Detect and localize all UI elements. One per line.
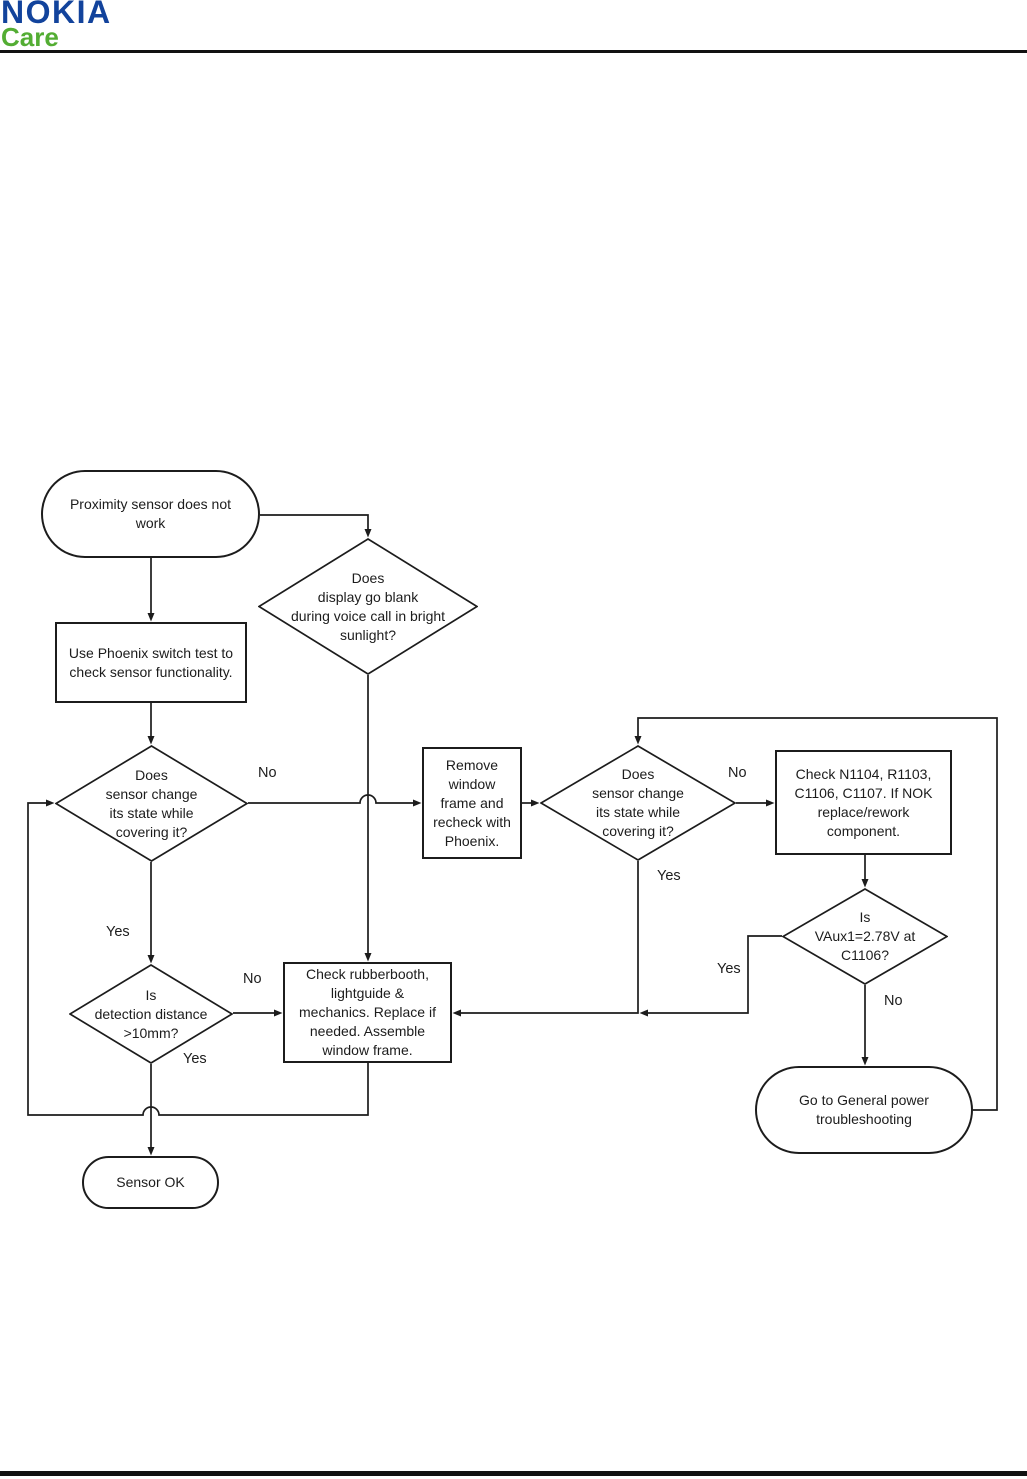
- diamond-shape: [782, 888, 948, 985]
- diamond-shape: [258, 538, 478, 675]
- label-vaux-no: No: [884, 993, 903, 1009]
- edge-vaux-yes-to-junction: [639, 935, 782, 1017]
- node-start-text: Proximity sensor does not work: [69, 496, 232, 531]
- edge-mechanics-loop-to-sensor1: [27, 799, 369, 1116]
- footer-divider: [0, 1471, 1027, 1476]
- node-sensor-change-2-decision: Does sensor change its state while cover…: [540, 745, 736, 861]
- node-check-mechanics-text: Check rubberbooth, lightguide & mechanic…: [299, 966, 436, 1058]
- node-phoenix-test-text: Use Phoenix switch test to check sensor …: [68, 644, 234, 680]
- node-sensor-change-1-decision: Does sensor change its state while cover…: [55, 745, 248, 862]
- diamond-shape: [69, 964, 233, 1064]
- label-sensor1-yes: Yes: [106, 924, 130, 940]
- nokia-logo: NOKIA: [1, 0, 112, 30]
- care-logo: Care: [1, 22, 59, 52]
- node-display-blank-decision: Does display go blank during voice call …: [258, 538, 478, 675]
- label-distance-no: No: [243, 971, 262, 987]
- node-sensor-ok-terminal: Sensor OK: [82, 1156, 219, 1209]
- header-divider: [0, 50, 1027, 53]
- node-phoenix-test-process: Use Phoenix switch test to check sensor …: [55, 622, 247, 703]
- label-vaux-yes: Yes: [717, 961, 741, 977]
- node-sensor-change-2-text: Does sensor change its state while cover…: [592, 766, 684, 839]
- node-vaux-check-text: Is VAux1=2.78V at C1106?: [814, 909, 916, 963]
- node-detection-distance-decision: Is detection distance >10mm?: [69, 964, 233, 1064]
- node-power-troubleshooting-terminal: Go to General power troubleshooting: [755, 1066, 973, 1154]
- node-check-mechanics-process: Check rubberbooth, lightguide & mechanic…: [283, 962, 452, 1063]
- label-sensor2-yes: Yes: [657, 868, 681, 884]
- node-vaux-check-decision: Is VAux1=2.78V at C1106?: [782, 888, 948, 985]
- label-sensor2-no: No: [728, 765, 747, 781]
- node-remove-frame-process: Remove window frame and recheck with Pho…: [422, 747, 522, 859]
- node-check-components-text: Check N1104, R1103, C1106, C1107. If NOK…: [794, 765, 933, 839]
- diamond-shape: [540, 745, 736, 861]
- diamond-shape: [55, 745, 248, 862]
- label-sensor1-no: No: [258, 765, 277, 781]
- edge-sensor2-yes-to-mechanics: [452, 861, 639, 1017]
- edge-sensor1-no-to-remove-frame: [248, 794, 422, 807]
- node-display-blank-text: Does display go blank during voice call …: [290, 569, 446, 643]
- node-start-terminal: Proximity sensor does not work: [41, 470, 260, 558]
- edge-power-loop-to-sensor2: [634, 717, 998, 1111]
- node-remove-frame-text: Remove window frame and recheck with Pho…: [433, 756, 511, 849]
- label-distance-yes: Yes: [183, 1051, 207, 1067]
- node-check-components-process: Check N1104, R1103, C1106, C1107. If NOK…: [775, 750, 952, 855]
- edge-start-to-display-blank: [260, 514, 372, 538]
- node-detection-distance-text: Is detection distance >10mm?: [94, 986, 208, 1041]
- node-sensor-change-1-text: Does sensor change its state while cover…: [105, 766, 198, 840]
- node-power-troubleshooting-text: Go to General power troubleshooting: [799, 1092, 929, 1127]
- node-sensor-ok-text: Sensor OK: [116, 1174, 185, 1190]
